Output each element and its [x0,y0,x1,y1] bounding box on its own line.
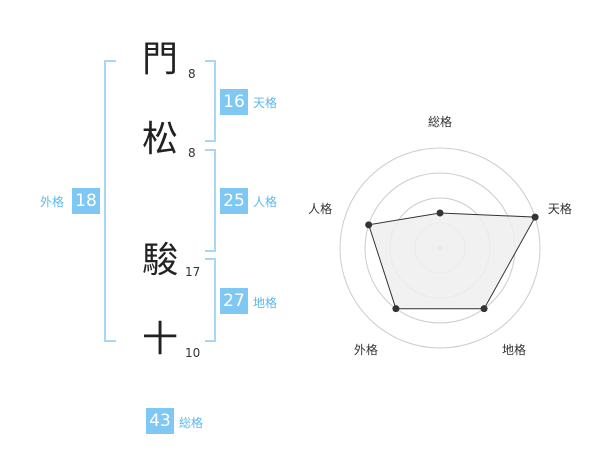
kanji-1: 門 [142,39,179,80]
kanji-4-strokes: 10 [185,346,201,360]
radar-axis-label-0: 総格 [428,114,452,129]
radar-point-4 [365,221,373,229]
tenkaku-badge: 16 [220,89,248,115]
tenkaku-bracket [205,60,216,142]
jinkaku-badge: 25 [220,188,248,214]
soukaku-label: 総格 [179,416,204,430]
radar-point-2 [480,305,488,313]
radar-point-1 [531,213,539,221]
kanji-3: 駿 [142,240,179,281]
radar-axis-label-3: 外格 [354,342,378,357]
gaikaku-bracket [104,60,116,342]
kanji-1-strokes: 8 [188,67,196,81]
radar-area [368,212,536,310]
radar-polygon [368,212,536,310]
soukaku-badge: 43 [146,408,174,434]
tenkaku-label: 天格 [253,96,278,110]
jinkaku-bracket [205,149,216,252]
radar-ring [339,147,541,349]
radar-points [365,209,539,313]
radar-point-3 [392,305,400,313]
radar-axis-label-2: 地格 [502,342,526,357]
radar-point-0 [436,209,444,217]
kanji-3-strokes: 17 [185,265,201,279]
chikaku-label: 地格 [253,296,278,310]
chikaku-bracket [205,258,216,342]
chikaku-badge: 27 [220,288,248,314]
kanji-2: 松 [142,119,179,160]
gaikaku-badge: 18 [72,188,100,214]
jinkaku-label: 人格 [253,195,278,209]
radar-axis-label-1: 天格 [548,201,572,216]
kanji-2-strokes: 8 [188,146,196,160]
kanji-4: 十 [142,319,179,360]
gaikaku-label: 外格 [40,195,65,209]
radar-axis-label-4: 人格 [308,201,332,216]
